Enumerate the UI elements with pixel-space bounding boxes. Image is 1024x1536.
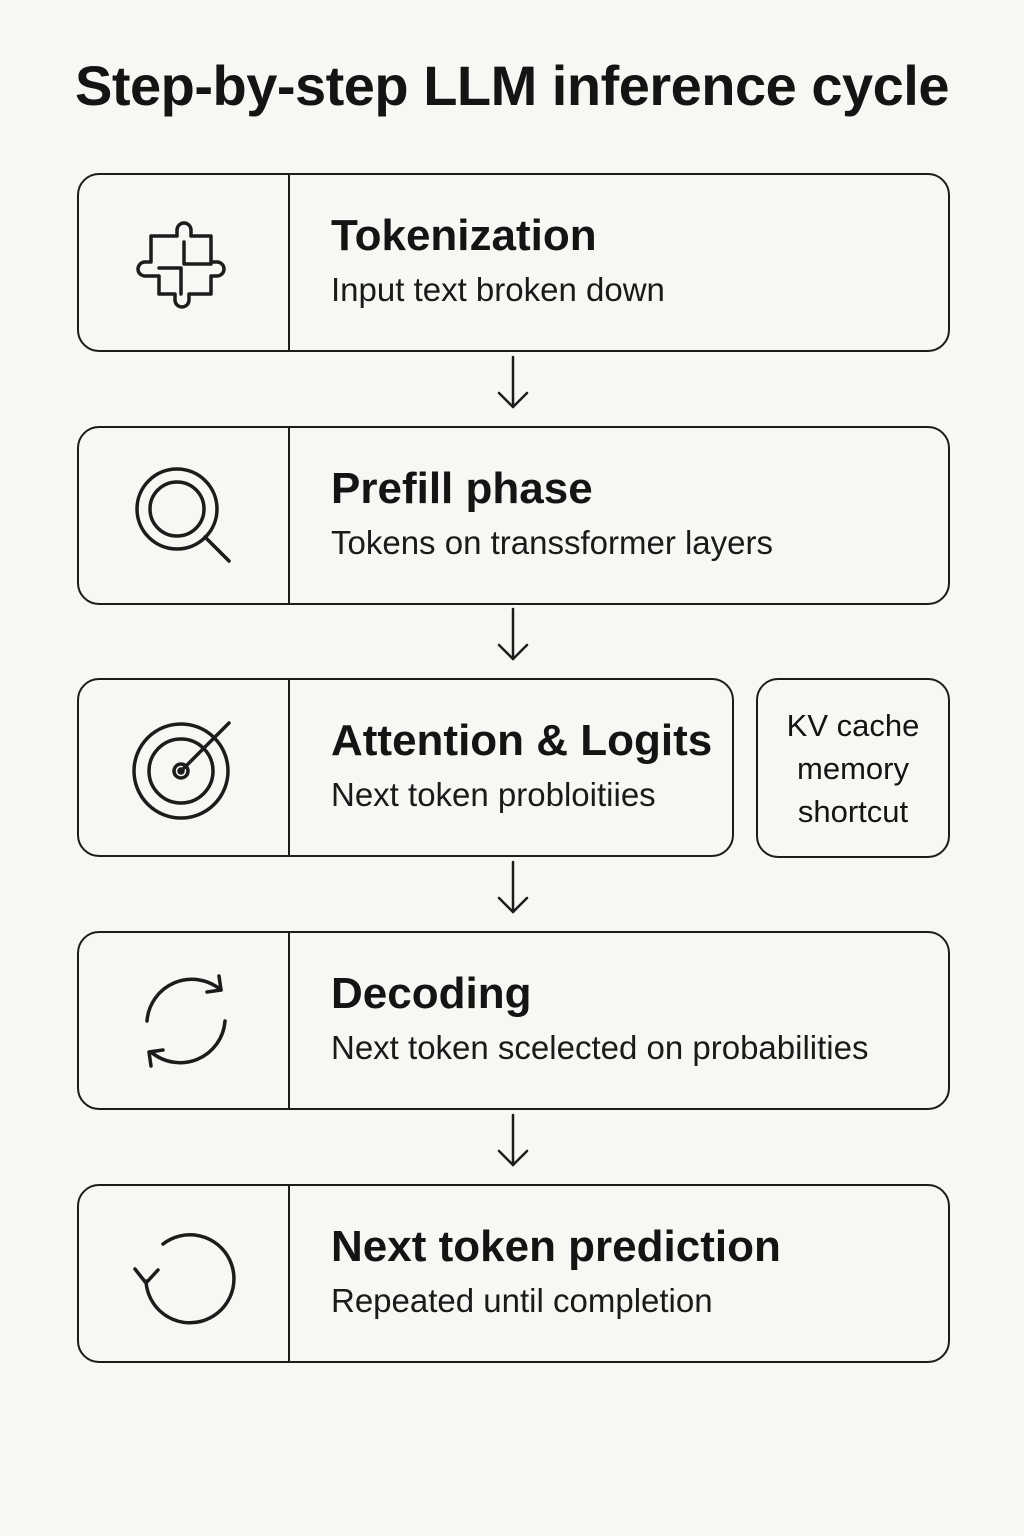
step-description: Input text broken down <box>331 271 665 308</box>
step-icon-cell <box>79 428 290 603</box>
down-arrow-icon <box>497 607 529 661</box>
down-arrow-icon <box>497 860 529 914</box>
step-icon-cell <box>79 680 290 855</box>
target-icon <box>131 720 231 820</box>
step-description: Tokens on transsformer layers <box>331 524 774 561</box>
step-title: Prefill phase <box>331 464 593 513</box>
step-title: Tokenization <box>331 211 597 260</box>
down-arrow-icon <box>497 1113 529 1167</box>
step-description: Repeated until completion <box>331 1282 713 1319</box>
step-title: Next token prediction <box>331 1222 781 1271</box>
step-next-token-prediction: Next token prediction Repeated until com… <box>77 1184 950 1363</box>
kv-cache-label: KV cache memory shortcut <box>786 707 920 829</box>
step-attention-logits: Attention & Logits Next token probloitii… <box>77 678 734 857</box>
down-arrow-icon <box>497 355 529 409</box>
step-icon-cell <box>79 1186 290 1361</box>
step-decoding: Decoding Next token scelected on probabi… <box>77 931 950 1110</box>
step-icon-cell <box>79 175 290 350</box>
step-title: Decoding <box>331 969 532 1018</box>
refresh-icon <box>144 973 227 1068</box>
step-title: Attention & Logits <box>331 716 713 765</box>
puzzle-icon <box>135 220 226 309</box>
step-description: Next token scelected on probabilities <box>331 1029 869 1066</box>
step-prefill: Prefill phase Tokens on transsformer lay… <box>77 426 950 605</box>
loop-arrow-icon <box>132 1232 236 1325</box>
kv-cache-note: KV cache memory shortcut <box>756 678 950 858</box>
page-title: Step-by-step LLM inference cycle <box>74 54 950 117</box>
step-tokenization: Tokenization Input text broken down <box>77 173 950 352</box>
step-icon-cell <box>79 933 290 1108</box>
step-description: Next token probloitiies <box>331 776 656 813</box>
magnifier-icon <box>134 466 231 563</box>
